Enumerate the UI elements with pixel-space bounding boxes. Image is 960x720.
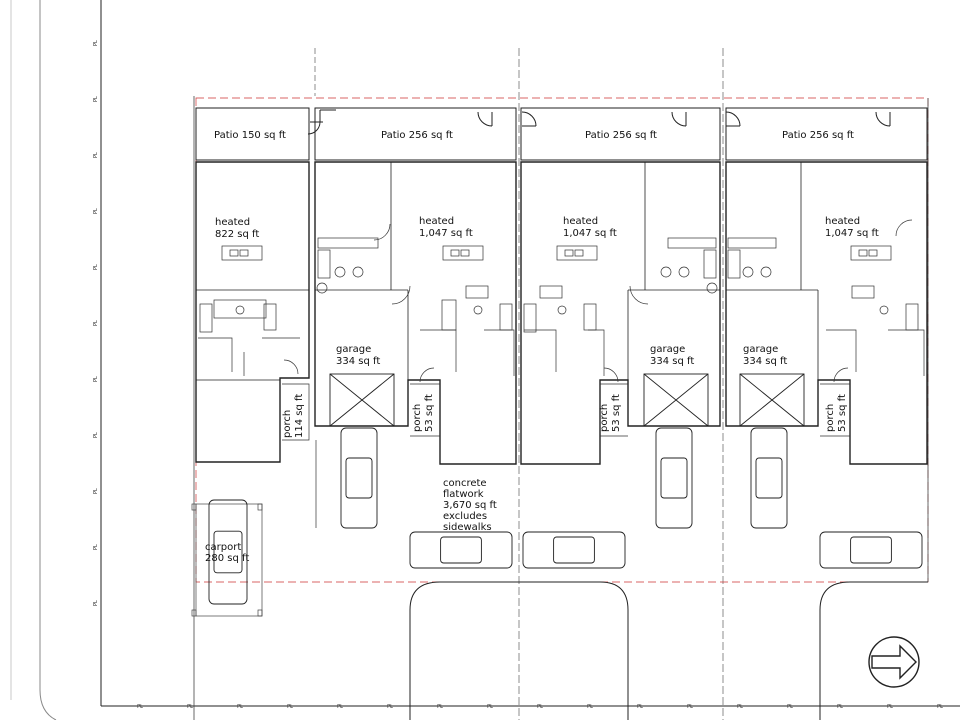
patio-strip [195,107,928,161]
car-garage-3 [655,427,693,529]
pl-marker-bottom: PL [887,704,893,710]
pl-marker-left: PL [93,600,99,606]
porch-2-label-0: porch [412,404,423,432]
pl-marker-bottom: PL [787,704,793,710]
pl-marker-bottom: PL [287,704,293,710]
patio-1-label-0: Patio 150 sq ft [214,130,286,141]
car-carport [208,499,248,605]
porch-2-label-1: 53 sq ft [424,394,435,432]
heated-2-label-0: heated [419,216,454,227]
pl-marker-left: PL [93,264,99,270]
pl-marker-bottom: PL [637,704,643,710]
car-garage-4 [750,427,788,529]
parked-cars [208,427,923,605]
carport-label-1: 280 sq ft [205,553,249,564]
pl-marker-left: PL [93,152,99,158]
pl-marker-left: PL [93,488,99,494]
pl-marker-bottom: PL [187,704,193,710]
porch-3-label-1: 53 sq ft [611,394,622,432]
pl-marker-bottom: PL [387,704,393,710]
garage-2-label-1: 334 sq ft [650,356,694,367]
pl-marker-bottom: PL [737,704,743,710]
concrete-label-1: flatwork [443,489,484,500]
garage-3-label-1: 334 sq ft [743,356,787,367]
pl-marker-left: PL [93,40,99,46]
heated-3-label-1: 1,047 sq ft [563,228,617,239]
heated-4-label-1: 1,047 sq ft [825,228,879,239]
car-driveway-3 [819,531,923,569]
pl-marker-left: PL [93,432,99,438]
concrete-label-4: sidewalks [443,522,492,533]
street-curb [39,0,57,720]
heated-1-label-1: 822 sq ft [215,229,259,240]
pl-marker-bottom: PL [337,704,343,710]
garage-3-label-0: garage [743,344,778,355]
concrete-label-2: 3,670 sq ft [443,500,497,511]
arrow-right-icon [868,636,920,688]
pl-marker-bottom: PL [437,704,443,710]
concrete-label-3: excludes [443,511,487,522]
car-garage-2 [340,427,378,529]
pl-marker-bottom: PL [937,704,943,710]
north-arrow [868,636,920,688]
heated-1-label-0: heated [215,217,250,228]
pl-marker-left: PL [93,320,99,326]
arrow-right-glyph [871,644,917,680]
garage-doors [329,373,805,427]
heated-4-label-0: heated [825,216,860,227]
interior-fixtures [198,219,925,383]
pl-marker-left: PL [93,544,99,550]
area-labels: Patio 150 sq ft Patio 256 sq ft Patio 256 … [205,130,879,564]
pl-marker-left: PL [93,376,99,382]
car-driveway-2 [522,531,626,569]
pl-marker-bottom: PL [137,704,143,710]
garage-2-label-0: garage [650,344,685,355]
carport-label-0: carport [205,542,241,553]
porch-1-label-0: porch [282,410,293,438]
patio-2-label-0: Patio 256 sq ft [381,130,453,141]
driveway-curbs [409,581,928,720]
pl-marker-left: PL [93,208,99,214]
property-line-markers-bottom: PL PL PL PL PL PL PL PL PL PL PL PL PL PL PL PL PL [137,704,943,710]
heated-3-label-0: heated [563,216,598,227]
porch-1-label-1: 114 sq ft [294,394,305,438]
heated-2-label-1: 1,047 sq ft [419,228,473,239]
unit-walls [195,161,928,465]
pl-marker-bottom: PL [487,704,493,710]
pl-marker-bottom: PL [587,704,593,710]
porch-3-label-0: porch [599,404,610,432]
concrete-label-0: concrete [443,478,487,489]
car-driveway-1 [409,531,513,569]
porch-4-label-1: 53 sq ft [837,394,848,432]
porches [282,383,850,528]
pl-marker-bottom: PL [837,704,843,710]
patio-3-label-0: Patio 256 sq ft [585,130,657,141]
property-line-markers-left: PL PL PL PL PL PL PL PL PL PL PL [93,40,99,606]
garage-1-label-0: garage [336,344,371,355]
patio-4-label-0: Patio 256 sq ft [782,130,854,141]
carport-area [191,503,263,617]
pl-marker-left: PL [93,96,99,102]
pl-marker-bottom: PL [537,704,543,710]
garage-1-label-1: 334 sq ft [336,356,380,367]
porch-4-label-0: porch [825,404,836,432]
pl-marker-bottom: PL [237,704,243,710]
pl-marker-bottom: PL [687,704,693,710]
